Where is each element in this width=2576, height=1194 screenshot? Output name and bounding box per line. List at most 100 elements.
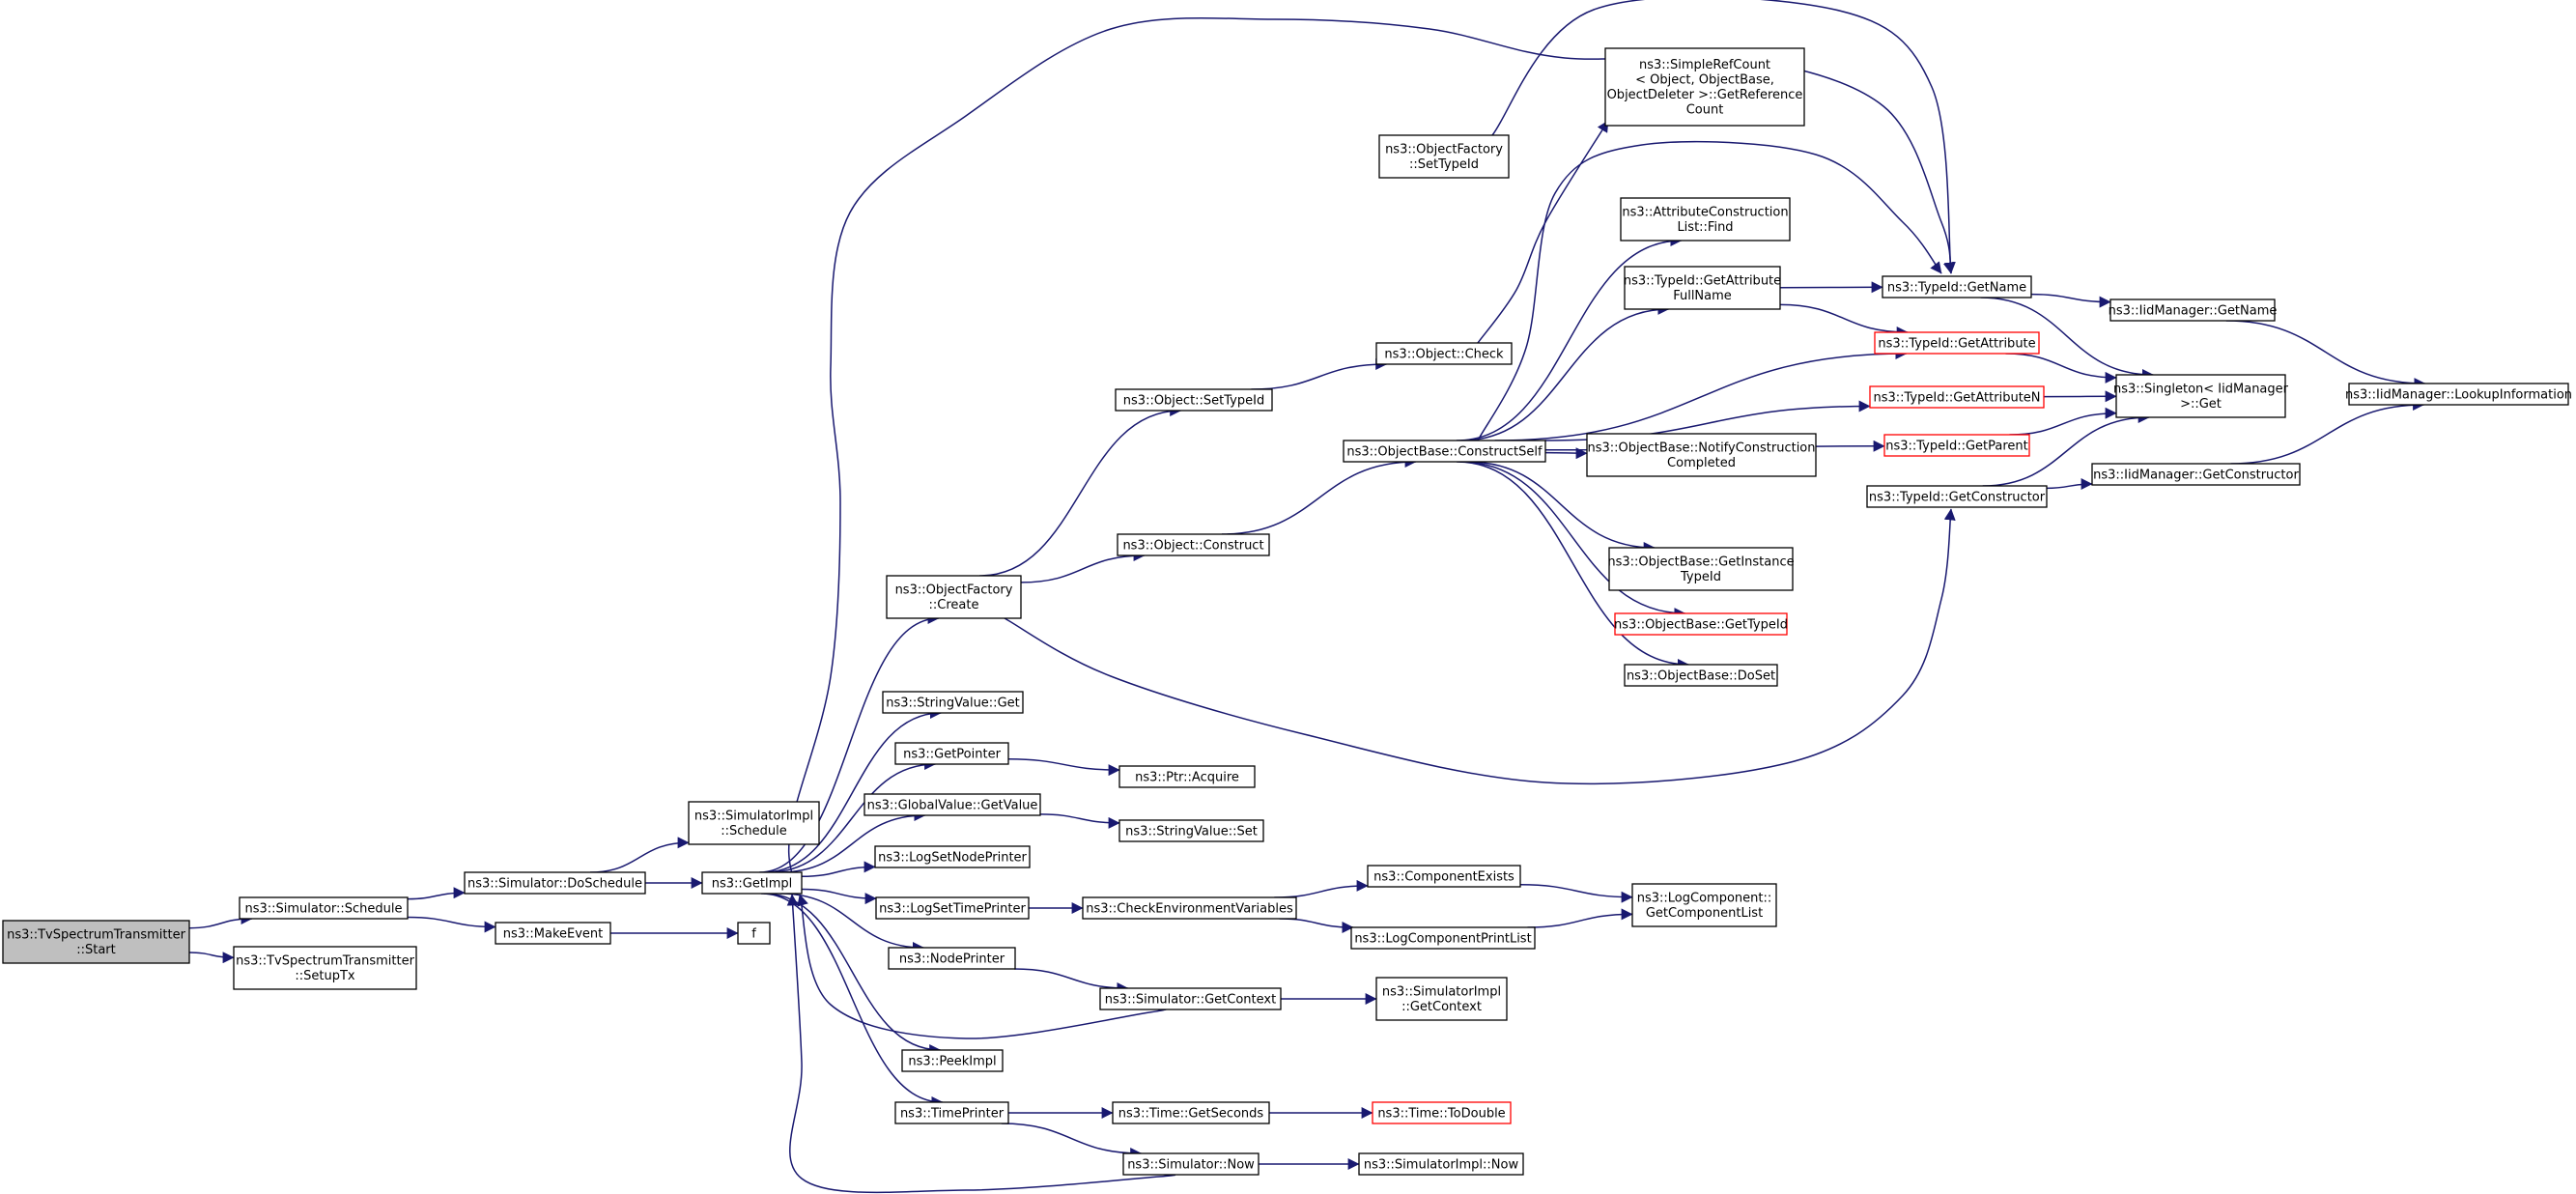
- node-n40[interactable]: ns3::ObjectBase::DoSet: [1624, 664, 1778, 687]
- node-n44[interactable]: ns3::TypeId::GetAttributeN: [1869, 385, 2045, 409]
- node-n5[interactable]: ns3::MakeEvent: [495, 922, 611, 945]
- node-box[interactable]: [1375, 342, 1513, 365]
- node-box[interactable]: [1122, 1152, 1260, 1176]
- node-n50[interactable]: ns3::IidManager::LookupInformation: [2345, 383, 2572, 406]
- node-box[interactable]: [464, 871, 646, 895]
- node-n46[interactable]: ns3::TypeId::GetConstructor: [1866, 485, 2048, 508]
- node-n21[interactable]: ns3::StringValue::Set: [1118, 819, 1264, 842]
- node-n7[interactable]: ns3::GetImpl: [701, 871, 803, 895]
- node-box[interactable]: [1099, 987, 1282, 1010]
- node-box[interactable]: [1112, 1101, 1270, 1124]
- node-n33[interactable]: ns3::SimulatorImpl::Now: [1358, 1152, 1524, 1176]
- node-box[interactable]: [2, 920, 190, 964]
- node-n15[interactable]: ns3::NodePrinter: [888, 947, 1016, 970]
- node-box[interactable]: [1378, 134, 1510, 179]
- node-box[interactable]: [2115, 374, 2286, 418]
- node-box[interactable]: [239, 896, 409, 920]
- node-n14[interactable]: ns3::LogSetTimePrinter: [875, 896, 1030, 920]
- node-n20[interactable]: ns3::Ptr::Acquire: [1118, 765, 1256, 788]
- node-n1[interactable]: ns3::TvSpectrumTransmitter::Start: [2, 920, 190, 964]
- node-box[interactable]: [1631, 883, 1777, 927]
- node-n49[interactable]: ns3::IidManager::GetConstructor: [2091, 463, 2301, 486]
- node-box[interactable]: [701, 871, 803, 895]
- node-box[interactable]: [1117, 533, 1270, 556]
- node-n45[interactable]: ns3::TypeId::GetParent: [1883, 434, 2030, 457]
- node-n37[interactable]: ns3::ObjectBase::NotifyConstructionCompl…: [1586, 433, 1817, 477]
- node-n29[interactable]: ns3::ComponentExists: [1367, 865, 1521, 888]
- node-n24[interactable]: ns3::Time::GetSeconds: [1112, 1101, 1270, 1124]
- node-box[interactable]: [888, 947, 1016, 970]
- node-n4[interactable]: ns3::Simulator::DoSchedule: [464, 871, 646, 895]
- node-box[interactable]: [894, 742, 1009, 765]
- node-box[interactable]: [1866, 485, 2048, 508]
- node-box[interactable]: [2091, 463, 2301, 486]
- node-box[interactable]: [2109, 298, 2276, 322]
- node-n12[interactable]: ns3::GlobalValue::GetValue: [863, 793, 1041, 816]
- node-n19[interactable]: ns3::Object::Construct: [1117, 533, 1270, 556]
- node-n22[interactable]: ns3::CheckEnvironmentVariables: [1082, 896, 1297, 920]
- node-box[interactable]: [882, 691, 1024, 714]
- node-n10[interactable]: ns3::StringValue::Get: [882, 691, 1024, 714]
- node-n31[interactable]: ns3::SimulatorImpl::GetContext: [1375, 977, 1508, 1021]
- node-box[interactable]: [1874, 331, 2040, 355]
- node-box[interactable]: [1604, 47, 1805, 127]
- node-box[interactable]: [1614, 612, 1788, 636]
- node-box[interactable]: [1624, 266, 1781, 310]
- node-box[interactable]: [688, 801, 820, 845]
- node-n42[interactable]: ns3::TypeId::GetName: [1882, 275, 2032, 298]
- node-box[interactable]: [1358, 1152, 1524, 1176]
- node-box[interactable]: [1118, 819, 1264, 842]
- node-n48[interactable]: ns3::Singleton< IidManager>::Get: [2113, 374, 2289, 418]
- node-n28[interactable]: ns3::ObjectBase::ConstructSelf: [1343, 440, 1546, 463]
- node-n16[interactable]: ns3::PeekImpl: [901, 1049, 1004, 1072]
- node-box[interactable]: [1115, 388, 1273, 412]
- node-n43[interactable]: ns3::TypeId::GetAttribute: [1874, 331, 2040, 355]
- node-n27[interactable]: ns3::Object::Check: [1375, 342, 1513, 365]
- node-box[interactable]: [1883, 434, 2030, 457]
- node-box[interactable]: [901, 1049, 1004, 1072]
- node-box[interactable]: [874, 845, 1031, 868]
- node-box[interactable]: [875, 896, 1030, 920]
- node-box[interactable]: [1343, 440, 1546, 463]
- node-box[interactable]: [1882, 275, 2032, 298]
- node-box[interactable]: [1608, 547, 1794, 591]
- node-n8[interactable]: f: [737, 922, 771, 945]
- node-n47[interactable]: ns3::IidManager::GetName: [2109, 298, 2278, 322]
- node-box[interactable]: [1118, 765, 1256, 788]
- node-n13[interactable]: ns3::LogSetNodePrinter: [874, 845, 1031, 868]
- node-box[interactable]: [495, 922, 611, 945]
- node-n3[interactable]: ns3::TvSpectrumTransmitter::SetupTx: [233, 946, 417, 990]
- node-n11[interactable]: ns3::GetPointer: [894, 742, 1009, 765]
- node-n18[interactable]: ns3::Object::SetTypeId: [1115, 388, 1273, 412]
- node-n41[interactable]: ns3::LogComponent::GetComponentList: [1631, 883, 1777, 927]
- node-n2[interactable]: ns3::Simulator::Schedule: [239, 896, 409, 920]
- node-box[interactable]: [1620, 197, 1791, 242]
- node-n39[interactable]: ns3::ObjectBase::GetTypeId: [1614, 612, 1788, 636]
- node-n6[interactable]: ns3::SimulatorImpl::Schedule: [688, 801, 820, 845]
- node-box[interactable]: [233, 946, 417, 990]
- node-n32[interactable]: ns3::Time::ToDouble: [1372, 1101, 1512, 1124]
- node-box[interactable]: [863, 793, 1041, 816]
- node-n17[interactable]: ns3::TimePrinter: [894, 1101, 1009, 1124]
- node-n9[interactable]: ns3::ObjectFactory::Create: [886, 575, 1022, 619]
- node-n23[interactable]: ns3::Simulator::GetContext: [1099, 987, 1282, 1010]
- node-box[interactable]: [2348, 383, 2569, 406]
- node-box[interactable]: [1082, 896, 1297, 920]
- node-n26[interactable]: ns3::ObjectFactory::SetTypeId: [1378, 134, 1510, 179]
- node-box[interactable]: [1367, 865, 1521, 888]
- node-n25[interactable]: ns3::Simulator::Now: [1122, 1152, 1260, 1176]
- node-box[interactable]: [1869, 385, 2045, 409]
- node-n30[interactable]: ns3::LogComponentPrintList: [1350, 926, 1536, 950]
- node-box[interactable]: [894, 1101, 1009, 1124]
- node-box[interactable]: [1375, 977, 1508, 1021]
- node-box[interactable]: [737, 922, 771, 945]
- node-box[interactable]: [886, 575, 1022, 619]
- node-box[interactable]: [1372, 1101, 1512, 1124]
- node-n34[interactable]: ns3::SimpleRefCount< Object, ObjectBase,…: [1604, 47, 1805, 127]
- node-box[interactable]: [1624, 664, 1778, 687]
- node-box[interactable]: [1586, 433, 1817, 477]
- node-box[interactable]: [1350, 926, 1536, 950]
